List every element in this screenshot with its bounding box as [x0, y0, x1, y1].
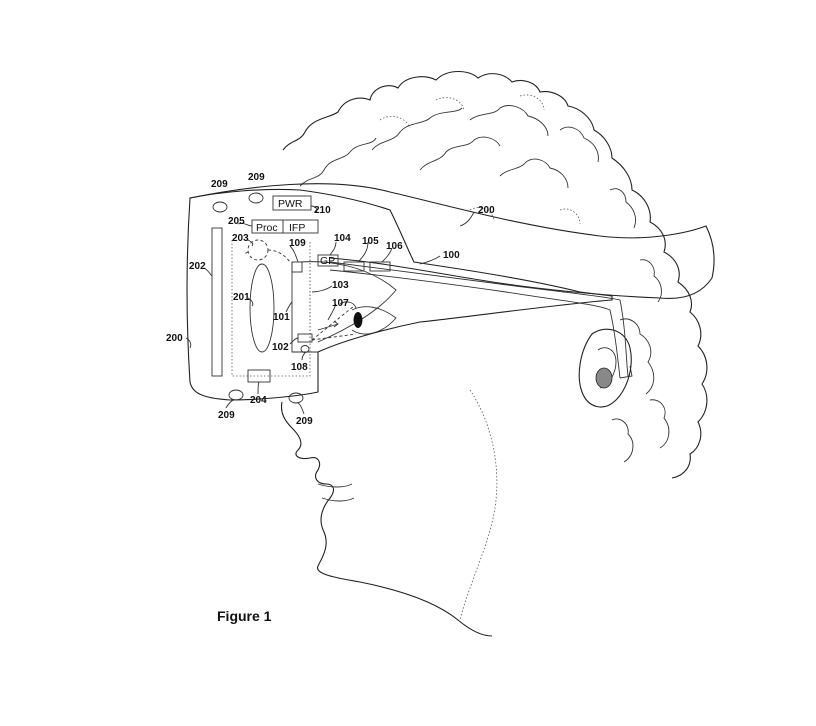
headset-housing: [186, 188, 613, 404]
sensor-209-a: [212, 201, 228, 213]
ref-106: 106: [386, 241, 403, 252]
ref-108: 108: [291, 362, 308, 373]
ref-203: 203: [232, 233, 249, 244]
sensor-209-c: [228, 389, 244, 401]
hair-outline: [282, 70, 708, 479]
display-panel: [211, 227, 223, 377]
ref-102: 102: [272, 342, 289, 353]
leader-lines: [185, 205, 475, 415]
earpiece-speaker: [595, 367, 613, 389]
ref-205: 205: [228, 216, 245, 227]
figure-caption: Figure 1: [217, 608, 272, 624]
ref-209a: 209: [211, 179, 228, 190]
module-105: [343, 261, 365, 272]
ref-105: 105: [362, 236, 379, 247]
sensor-209-d: [288, 392, 304, 404]
ref-200-housing: 200: [166, 333, 183, 344]
ref-109: 109: [289, 238, 306, 249]
ear: [578, 328, 632, 408]
ref-107: 107: [332, 298, 349, 309]
module-106: [369, 261, 391, 272]
eye-pupil: [353, 312, 363, 328]
ref-209b: 209: [248, 172, 265, 183]
ref-104: 104: [334, 233, 351, 244]
head-strap: [189, 183, 715, 379]
gp-box: GP: [317, 254, 339, 267]
pwr-label: PWR: [278, 198, 303, 210]
sensor-109: [291, 261, 303, 273]
proc-label: Proc: [256, 222, 278, 234]
illuminator-led: [300, 345, 310, 353]
ref-209d: 209: [296, 416, 313, 427]
gp-label: GP: [320, 255, 335, 267]
pwr-box: PWR: [272, 195, 312, 211]
ref-201: 201: [233, 292, 250, 303]
ref-103: 103: [332, 280, 349, 291]
ref-210: 210: [314, 205, 331, 216]
gaze-target-203: [247, 239, 269, 261]
sensor-209-b: [248, 192, 264, 204]
ref-101: 101: [273, 312, 290, 323]
ref-100: 100: [443, 250, 460, 261]
face-profile: [280, 389, 498, 637]
ref-200-strap: 200: [478, 205, 495, 216]
ifp-label: IFP: [289, 222, 305, 234]
ref-209c: 209: [218, 410, 235, 421]
reference-numerals: 209 209 210 205 203 109 104 105 106 100 …: [166, 172, 495, 427]
ref-202: 202: [189, 261, 206, 272]
ref-204: 204: [250, 395, 267, 406]
lens: [249, 263, 275, 353]
proc-ifp-box: Proc IFP: [251, 219, 319, 234]
